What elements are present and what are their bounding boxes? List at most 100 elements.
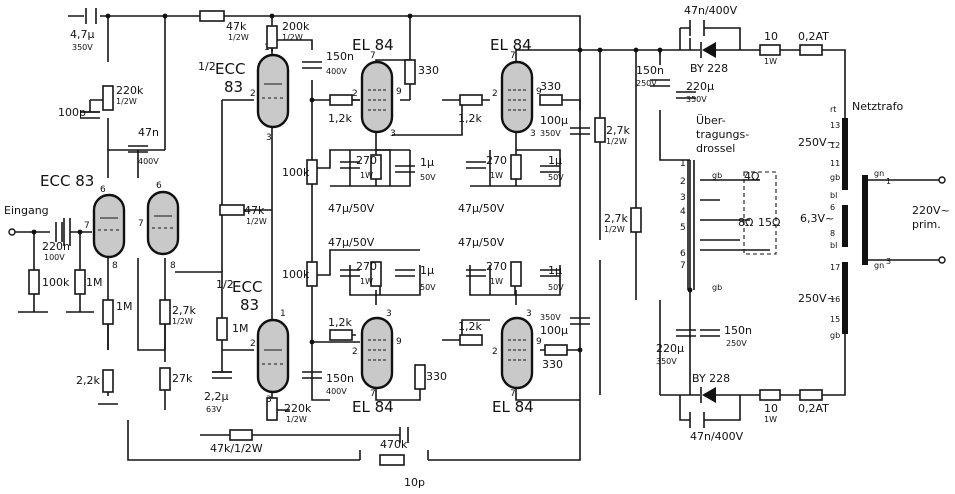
svg-text:3: 3	[680, 193, 686, 203]
svg-text:220µ: 220µ	[656, 342, 684, 355]
svg-text:250V~: 250V~	[798, 292, 836, 305]
tube-label-p4: EL 84	[492, 398, 534, 416]
svg-text:2,2k: 2,2k	[76, 374, 100, 387]
svg-text:1/2W: 1/2W	[228, 33, 249, 42]
svg-text:4Ω: 4Ω	[744, 170, 759, 183]
svg-text:27k: 27k	[172, 372, 193, 385]
tube-label-p3: EL 84	[352, 398, 394, 416]
svg-text:9: 9	[396, 337, 402, 347]
svg-text:350V: 350V	[72, 43, 93, 52]
svg-text:1M: 1M	[116, 300, 133, 313]
svg-text:330: 330	[542, 358, 563, 371]
svg-text:47n/400V: 47n/400V	[684, 4, 738, 17]
svg-text:1µ: 1µ	[548, 154, 562, 167]
svg-text:1,2k: 1,2k	[458, 320, 482, 333]
svg-text:7: 7	[138, 219, 144, 229]
svg-text:6: 6	[680, 249, 686, 259]
svg-text:1: 1	[264, 43, 270, 53]
svg-text:250V: 250V	[636, 79, 657, 88]
svg-text:10p: 10p	[404, 476, 425, 489]
svg-text:5: 5	[680, 223, 686, 233]
svg-text:1: 1	[280, 309, 286, 319]
svg-text:47µ/50V: 47µ/50V	[458, 202, 505, 215]
svg-text:400V: 400V	[138, 157, 159, 166]
svg-text:2,7k: 2,7k	[172, 304, 196, 317]
svg-text:470k: 470k	[380, 438, 408, 451]
svg-text:9: 9	[396, 87, 402, 97]
svg-text:15Ω: 15Ω	[758, 216, 780, 229]
svg-text:1/2W: 1/2W	[604, 225, 625, 234]
svg-text:50V: 50V	[548, 283, 564, 292]
svg-text:1µ: 1µ	[420, 156, 434, 169]
svg-text:2: 2	[250, 89, 256, 99]
svg-text:15: 15	[830, 315, 840, 324]
svg-text:7: 7	[370, 389, 376, 399]
svg-text:4: 4	[680, 207, 686, 217]
svg-text:1µ: 1µ	[420, 264, 434, 277]
svg-text:270: 270	[486, 260, 507, 273]
svg-text:250V: 250V	[726, 339, 747, 348]
svg-text:gb: gb	[830, 331, 840, 340]
svg-text:6: 6	[830, 203, 835, 212]
tube-el84-top-left	[360, 60, 394, 134]
svg-text:bl: bl	[830, 241, 837, 250]
svg-text:1W: 1W	[360, 171, 373, 180]
tube-label-pi-top-type: ECC	[215, 60, 245, 78]
svg-text:3: 3	[886, 257, 891, 266]
svg-text:6: 6	[156, 181, 162, 191]
svg-text:47n: 47n	[138, 126, 159, 139]
svg-text:50V: 50V	[420, 283, 436, 292]
svg-text:1/2W: 1/2W	[172, 317, 193, 326]
svg-text:200k: 200k	[282, 20, 310, 33]
svg-text:150n: 150n	[326, 50, 354, 63]
svg-text:270: 270	[356, 154, 377, 167]
resistors	[28, 10, 823, 466]
svg-text:4,7µ: 4,7µ	[70, 28, 95, 41]
ot-label-3: drossel	[696, 142, 735, 155]
svg-text:7: 7	[84, 221, 90, 231]
svg-text:8: 8	[112, 261, 118, 271]
svg-text:220µ: 220µ	[686, 80, 714, 93]
svg-text:1W: 1W	[490, 277, 503, 286]
svg-text:1µ: 1µ	[548, 264, 562, 277]
svg-text:7: 7	[510, 389, 516, 399]
svg-text:50V: 50V	[548, 173, 564, 182]
svg-text:220k: 220k	[284, 402, 312, 415]
svg-text:2: 2	[680, 177, 686, 187]
labels: ECC 83 1/2 ECC 83 1/2 ECC 83 EL 84 EL 84…	[4, 4, 950, 489]
tube-el84-bottom-left	[360, 316, 394, 390]
mains-transformer	[842, 118, 868, 334]
svg-text:350V: 350V	[540, 129, 561, 138]
svg-text:2: 2	[352, 89, 358, 99]
svg-text:9: 9	[536, 337, 542, 347]
svg-text:100k: 100k	[282, 166, 310, 179]
svg-text:220n: 220n	[42, 240, 70, 253]
svg-text:150n: 150n	[326, 372, 354, 385]
svg-text:1/2W: 1/2W	[116, 97, 137, 106]
primary-voltage: 220V~	[912, 204, 950, 217]
ot-label-2: tragungs-	[696, 128, 749, 141]
ot-label-1: Über-	[696, 114, 726, 127]
svg-text:63V: 63V	[206, 405, 222, 414]
svg-text:1W: 1W	[764, 57, 777, 66]
primary-label: prim.	[912, 218, 941, 231]
svg-text:gn: gn	[874, 261, 884, 270]
input-label: Eingang	[4, 204, 49, 217]
svg-text:350V: 350V	[686, 95, 707, 104]
svg-text:2: 2	[250, 339, 256, 349]
svg-text:1W: 1W	[490, 171, 503, 180]
svg-text:1: 1	[886, 177, 891, 186]
svg-text:rt: rt	[830, 105, 836, 114]
svg-text:11: 11	[830, 159, 840, 168]
svg-text:3: 3	[530, 129, 536, 139]
svg-text:1W: 1W	[764, 415, 777, 424]
svg-text:330: 330	[418, 64, 439, 77]
svg-text:100k: 100k	[42, 276, 70, 289]
tube-ecc83-phase-inverter-top	[256, 53, 290, 129]
tube-label-p1: EL 84	[352, 36, 394, 54]
svg-text:100µ: 100µ	[540, 114, 568, 127]
svg-text:330: 330	[426, 370, 447, 383]
svg-text:1W: 1W	[360, 277, 373, 286]
svg-text:3: 3	[386, 309, 392, 319]
